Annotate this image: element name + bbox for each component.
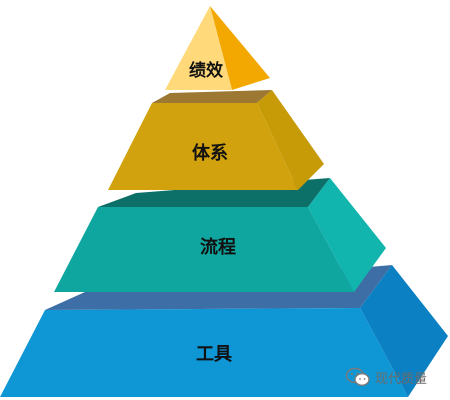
watermark: 现代质量: [345, 366, 427, 388]
tier-top-label: 绩效: [189, 60, 223, 81]
tier-middle-front-face: [54, 207, 354, 292]
tier-top-side-face: [210, 6, 270, 90]
tier-upper-top-face: [152, 90, 272, 103]
tier-middle-side-face: [308, 178, 386, 292]
tier-base-front-face: [0, 308, 408, 397]
pyramid-tier-top: 绩效: [165, 6, 270, 90]
wechat-icon: [345, 367, 371, 387]
tier-base-label: 工具: [196, 344, 232, 365]
tier-upper-label: 体系: [192, 142, 228, 164]
tier-middle-label: 流程: [200, 236, 236, 258]
tier-base-side-face: [360, 265, 448, 397]
pyramid-tier-upper: 体系: [108, 90, 324, 190]
tier-upper-front-face: [108, 103, 298, 190]
tier-upper-side-face: [257, 90, 324, 190]
tier-top-front-face: [165, 6, 232, 90]
watermark-text: 现代质量: [375, 371, 428, 387]
pyramid-tier-middle: 流程: [54, 178, 386, 292]
